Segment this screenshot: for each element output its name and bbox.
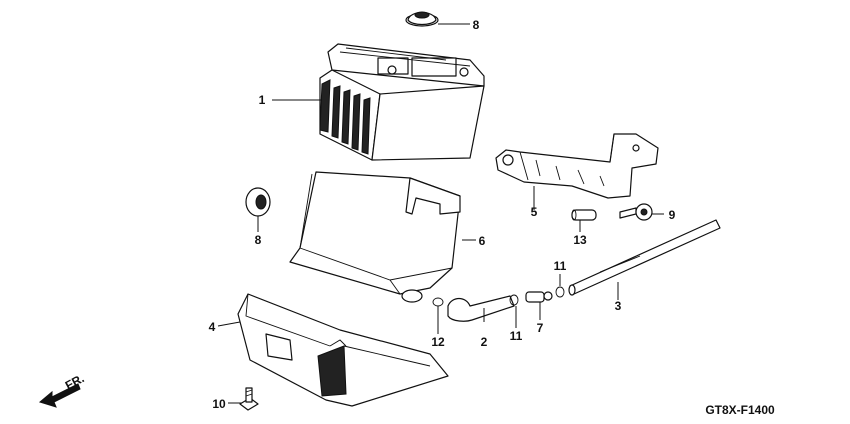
callout-6: 6 <box>479 234 486 248</box>
leader-lines <box>217 23 664 404</box>
joint-part <box>525 291 553 303</box>
battery-tray-part <box>237 293 449 407</box>
grommet-top-part <box>405 11 439 27</box>
bolt-10-part <box>239 387 259 411</box>
bracket-part <box>495 133 659 199</box>
callout-4: 4 <box>209 320 216 334</box>
callout-7: 7 <box>537 321 544 335</box>
callout-13: 13 <box>573 233 587 247</box>
clip-11-part <box>509 286 565 306</box>
callout-5: 5 <box>531 205 538 219</box>
callout-12: 12 <box>431 335 445 349</box>
bolt-9-part <box>619 203 653 221</box>
callout-10: 10 <box>212 397 226 411</box>
hose-part <box>447 295 515 322</box>
callout-2: 2 <box>481 335 488 349</box>
battery-part <box>319 43 485 161</box>
callout-9: 9 <box>669 208 676 222</box>
battery-case-part <box>289 171 461 303</box>
callout-8-left: 8 <box>255 233 262 247</box>
front-direction-arrow-icon <box>38 383 81 408</box>
callout-8-top: 8 <box>473 18 480 32</box>
clip-12-part <box>432 297 444 307</box>
grommet-left-part <box>245 187 271 217</box>
callout-3: 3 <box>615 299 622 313</box>
callout-11-lower: 11 <box>510 329 523 343</box>
collar-part <box>571 209 597 221</box>
callout-1: 1 <box>259 93 266 107</box>
callout-11-upper: 11 <box>554 259 567 273</box>
breather-tube-part <box>568 219 721 296</box>
diagram-code: GT8X-F1400 <box>705 403 775 417</box>
